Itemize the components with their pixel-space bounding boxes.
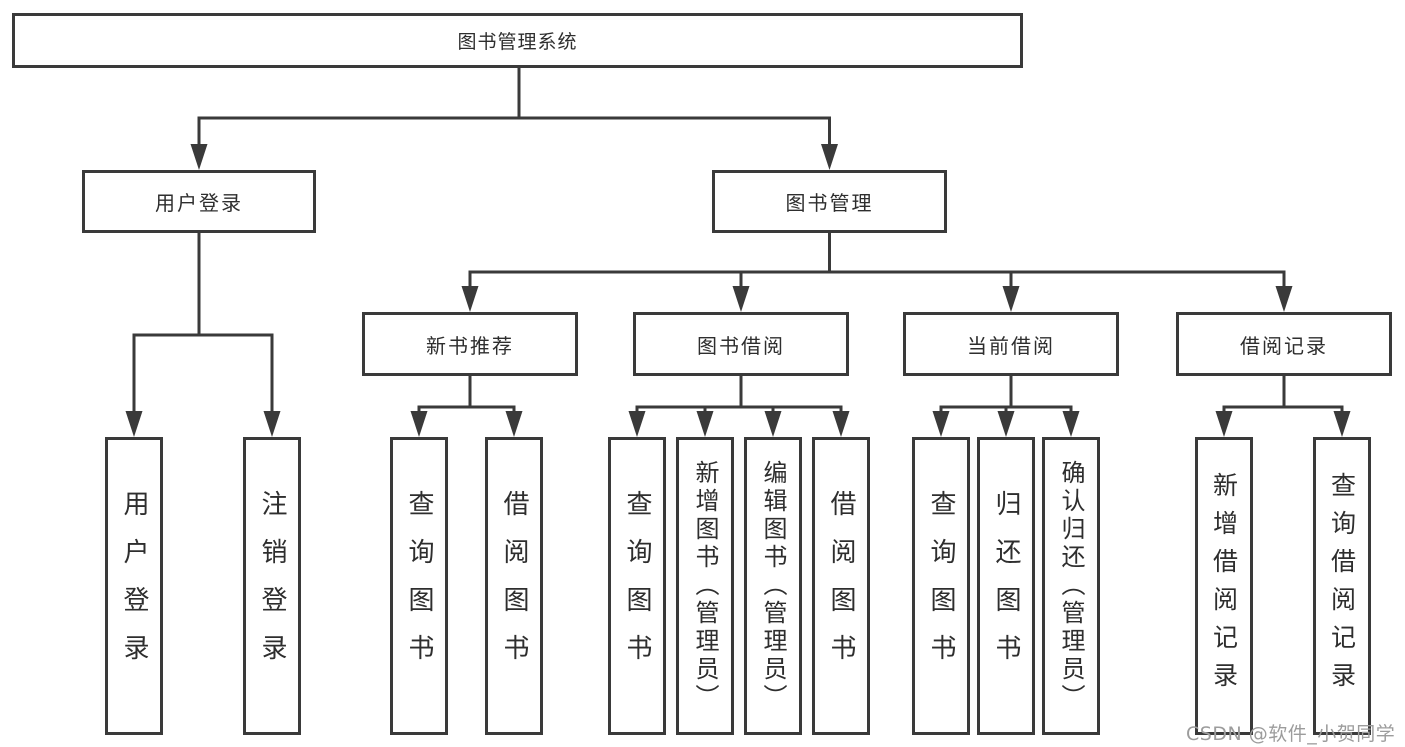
leaf-query-books-current: 查询图书	[912, 437, 970, 735]
node-label: 查询图书	[622, 490, 652, 682]
node-label: 图书借阅	[697, 333, 785, 358]
connector-new-book-children	[410, 376, 523, 437]
node-book-borrow: 图书借阅	[633, 312, 849, 376]
leaf-logout: 注销登录	[243, 437, 301, 735]
arrow-head	[263, 411, 281, 437]
node-label: 用户登录	[155, 191, 243, 215]
arrow-head	[410, 411, 428, 437]
arrow-head	[1333, 411, 1351, 437]
arrow-head	[190, 144, 208, 170]
node-label: 查询借阅记录	[1327, 472, 1357, 700]
node-new-book-recommend: 新书推荐	[362, 312, 578, 376]
node-label: 归还图书	[991, 490, 1021, 682]
connector-current-borrow-children	[932, 376, 1080, 437]
arrow-head	[1275, 286, 1293, 312]
node-user-login: 用户登录	[82, 170, 316, 233]
arrow-head	[932, 411, 950, 437]
node-label: 编辑图书（管理员）	[759, 460, 787, 712]
node-label: 查询图书	[404, 490, 434, 682]
leaf-borrow-books-recommend: 借阅图书	[485, 437, 543, 735]
leaf-query-borrow-record: 查询借阅记录	[1313, 437, 1371, 735]
leaf-add-book-admin: 新增图书（管理员）	[676, 437, 734, 735]
arrow-head	[1215, 411, 1233, 437]
arrow-head	[732, 286, 750, 312]
arrow-head	[821, 144, 838, 170]
arrow-head	[461, 286, 479, 312]
connector-book-borrow-children	[628, 376, 850, 437]
node-label: 用户登录	[119, 490, 149, 682]
node-label: 图书管理系统	[457, 31, 578, 53]
node-label: 借阅记录	[1240, 333, 1328, 358]
node-label: 借阅图书	[826, 490, 856, 682]
leaf-query-books-borrow: 查询图书	[608, 437, 666, 735]
node-label: 注销登录	[257, 490, 287, 682]
leaf-query-books-recommend: 查询图书	[390, 437, 448, 735]
leaf-add-borrow-record: 新增借阅记录	[1195, 437, 1253, 735]
node-borrow-records: 借阅记录	[1176, 312, 1392, 376]
connector-user-login-children	[125, 233, 281, 437]
node-label: 新书推荐	[426, 333, 514, 358]
node-label: 图书管理	[785, 191, 874, 215]
arrow-head	[832, 411, 850, 437]
node-library-management-system: 图书管理系统	[12, 13, 1023, 68]
arrow-head	[125, 411, 143, 437]
arrow-head	[764, 411, 782, 437]
leaf-borrow-books: 借阅图书	[812, 437, 870, 735]
arrow-head	[505, 411, 523, 437]
arrow-head	[997, 411, 1015, 437]
arrow-head	[696, 411, 714, 437]
leaf-confirm-return-admin: 确认归还（管理员）	[1042, 437, 1100, 735]
node-current-borrow: 当前借阅	[903, 312, 1119, 376]
watermark: CSDN @软件_小贺同学	[1186, 723, 1396, 745]
connector-root-children	[190, 67, 838, 170]
node-book-management: 图书管理	[712, 170, 947, 233]
leaf-return-book: 归还图书	[977, 437, 1035, 735]
leaf-edit-book-admin: 编辑图书（管理员）	[744, 437, 802, 735]
arrow-head	[628, 411, 646, 437]
node-label: 查询图书	[926, 490, 956, 682]
connector-borrow-records-children	[1215, 376, 1351, 437]
node-label: 借阅图书	[499, 490, 529, 682]
node-label: 当前借阅	[967, 333, 1055, 358]
arrow-head	[1002, 286, 1020, 312]
node-label: 确认归还（管理员）	[1057, 460, 1085, 712]
leaf-user-login: 用户登录	[105, 437, 163, 735]
node-label: 新增借阅记录	[1209, 472, 1239, 700]
connector-book-management-children	[461, 233, 1293, 312]
arrow-head	[1062, 411, 1080, 437]
node-label: 新增图书（管理员）	[691, 460, 719, 712]
